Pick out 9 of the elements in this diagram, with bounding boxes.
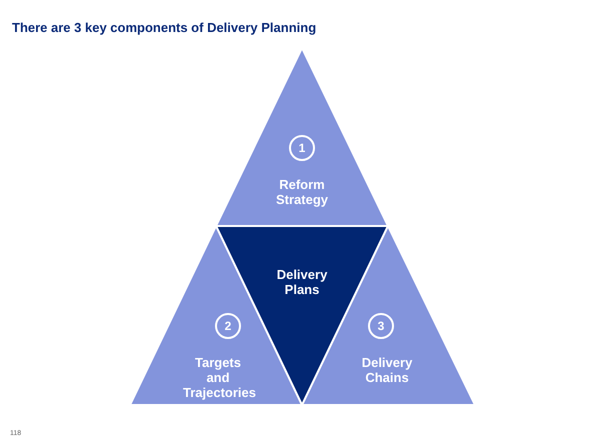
triangle-segment — [216, 48, 388, 226]
segment-label: Reform Strategy — [274, 177, 330, 207]
slide-title: There are 3 key components of Delivery Planning — [12, 20, 316, 35]
segment-label: Targets and Trajectories — [182, 355, 257, 400]
segment-label: Delivery Chains — [360, 355, 414, 385]
segment-label: Delivery Plans — [276, 267, 328, 297]
number-circle: 1 — [289, 135, 315, 161]
number-circle: 3 — [368, 313, 394, 339]
number-circle: 2 — [215, 313, 241, 339]
